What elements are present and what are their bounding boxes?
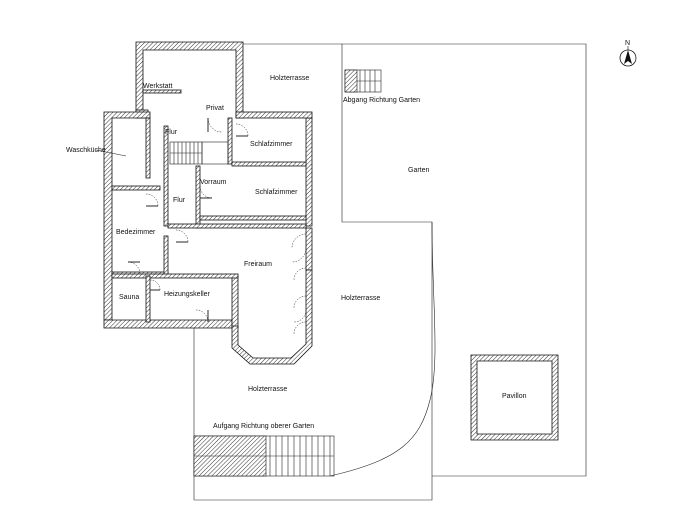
label-aufgang: Aufgang Richtung oberer Garten xyxy=(213,423,314,430)
interior-walls xyxy=(111,89,307,323)
house-walls xyxy=(103,41,313,365)
site-outline xyxy=(193,43,587,501)
room-label-schlafzimmer-top: Schlafzimmer xyxy=(250,141,293,148)
north-label: N xyxy=(625,40,630,47)
room-label-heizungskeller: Heizungskeller xyxy=(164,291,211,298)
room-label-vorraum: Vorraum xyxy=(200,179,227,186)
pavillon-outline xyxy=(470,354,559,441)
inner-stair xyxy=(169,141,229,165)
room-label-werkstatt: Werkstatt xyxy=(143,83,172,90)
room-label-privat: Privat xyxy=(206,105,224,112)
stair-aufgang xyxy=(193,435,335,477)
label-holzterrasse-top: Holzterrasse xyxy=(270,75,309,82)
room-label-flur-top: Flur xyxy=(165,129,178,136)
north-arrow-icon xyxy=(619,46,637,67)
doors xyxy=(127,117,307,335)
room-label-flur-mid: Flur xyxy=(173,197,186,204)
stair-abgang xyxy=(344,69,382,93)
room-label-sauna: Sauna xyxy=(119,294,139,301)
room-label-schlafzimmer-mid: Schlafzimmer xyxy=(255,189,298,196)
label-abgang: Abgang Richtung Garten xyxy=(343,97,420,104)
leader-line xyxy=(95,149,127,157)
room-label-bedezimmer: Bedezimmer xyxy=(116,229,156,236)
label-garten: Garten xyxy=(408,167,430,174)
label-holzterrasse-bottom: Holzterrasse xyxy=(248,386,287,393)
room-label-waschkueche: Waschküche xyxy=(66,147,106,154)
label-holzterrasse-right: Holzterrasse xyxy=(341,295,380,302)
label-pavillon: Pavillon xyxy=(502,393,527,400)
room-label-freiraum: Freiraum xyxy=(244,261,272,268)
